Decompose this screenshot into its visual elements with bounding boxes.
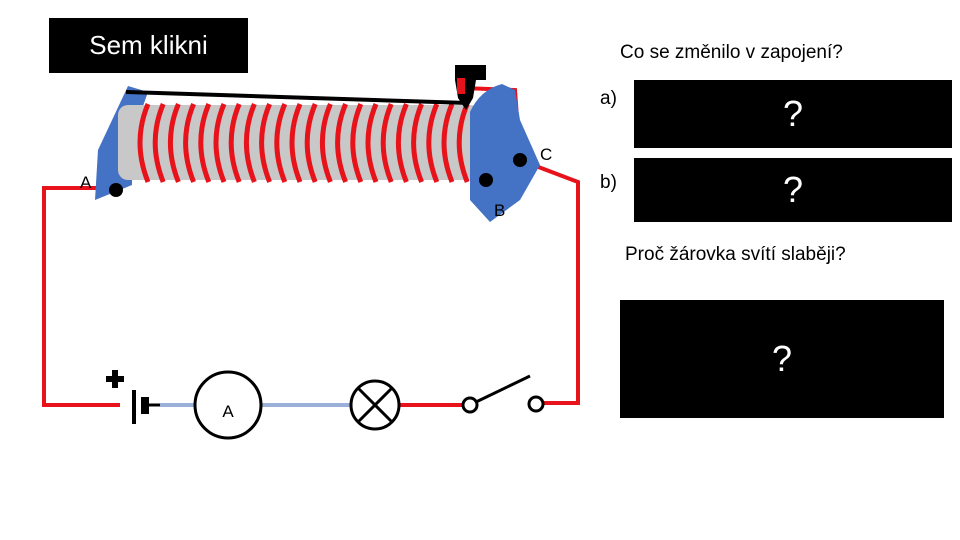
answer-a-box[interactable]: ? [634, 80, 952, 148]
coil-turn [183, 103, 196, 183]
coil-turn [335, 103, 348, 183]
coil-turn [289, 103, 303, 183]
terminal-b-dot[interactable] [479, 173, 493, 187]
coil-turn [365, 103, 379, 183]
coil-turn [259, 103, 272, 183]
coil-turn [304, 103, 318, 183]
coil-turn [213, 103, 227, 183]
coil-core [118, 105, 480, 180]
coil-turn [319, 103, 333, 183]
coil-turn [152, 103, 166, 183]
coil-turn [167, 103, 181, 183]
switch[interactable] [461, 374, 545, 414]
coil-turn [350, 103, 364, 183]
coil-turn [380, 103, 394, 183]
coil-right-plate [470, 84, 540, 222]
coil-turn [228, 103, 242, 183]
circuit-diagram: A A B C [42, 65, 580, 440]
coil-turn [441, 103, 455, 183]
coil-turn [426, 103, 440, 183]
coil-turn [137, 103, 151, 183]
terminal-a-label: A [80, 173, 92, 192]
plus-icon [106, 370, 124, 388]
circuit-wires [42, 86, 580, 407]
answer-b-label: b) [600, 172, 617, 193]
coil-turn [411, 103, 424, 183]
slider-contact[interactable] [455, 65, 486, 110]
terminal-c-dot[interactable] [513, 153, 527, 167]
ammeter-label: A [222, 402, 234, 421]
battery [106, 370, 160, 424]
lamp-icon [349, 379, 401, 431]
terminal-b-label: B [494, 201, 505, 220]
answer-a-label: a) [600, 88, 617, 109]
question-second: Proč žárovka svítí slaběji? [625, 244, 846, 265]
answer-second-box[interactable]: ? [620, 300, 944, 418]
coil-turn [456, 103, 470, 183]
terminal-a-dot[interactable] [109, 183, 123, 197]
answer-b-box[interactable]: ? [634, 158, 952, 222]
coil-turn [198, 103, 212, 183]
question-main: Co se změnilo v zapojení? [620, 42, 843, 63]
coil-windings [137, 103, 470, 183]
slider-rail [125, 90, 469, 105]
terminal-c-label: C [540, 145, 552, 164]
sem-klikni-button[interactable]: Sem klikni [49, 18, 248, 73]
ammeter: A [193, 370, 263, 440]
coil-turn [274, 103, 288, 183]
coil-turn [395, 103, 409, 183]
coil-turn [243, 103, 257, 183]
